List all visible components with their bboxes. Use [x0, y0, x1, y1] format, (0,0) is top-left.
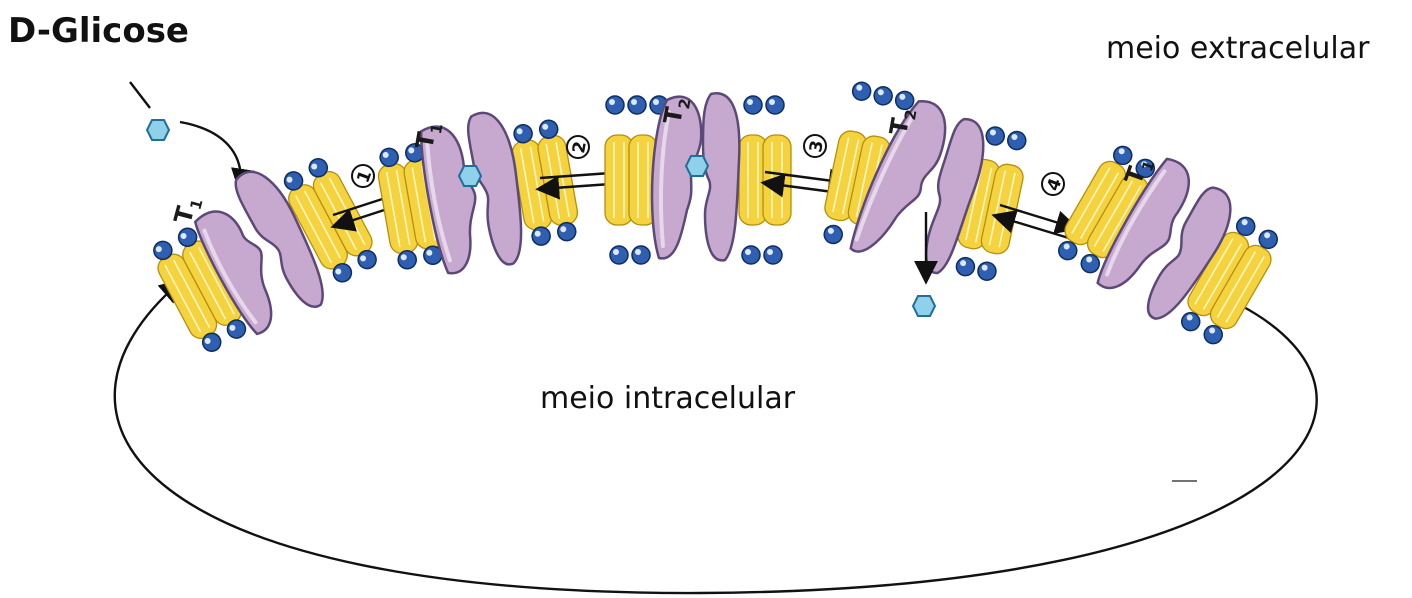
- cycle-arrow: [115, 282, 1317, 593]
- intracellular-label: meio intracelular: [540, 381, 796, 416]
- transporter-stage-1: [136, 135, 388, 365]
- transporter-stage-3: [605, 93, 791, 264]
- incoming-glucose: [130, 82, 241, 188]
- transporter-stage-2: [371, 99, 585, 284]
- glucose-molecule: [147, 120, 169, 140]
- bound-glucose-2: [686, 156, 708, 176]
- diagram-title: D-Glicose: [8, 11, 189, 51]
- transporter-stage-5: [1048, 130, 1291, 355]
- released-glucose-molecule: [913, 296, 935, 316]
- bound-glucose-1: [459, 166, 481, 186]
- extracellular-label: meio extracelular: [1106, 31, 1370, 66]
